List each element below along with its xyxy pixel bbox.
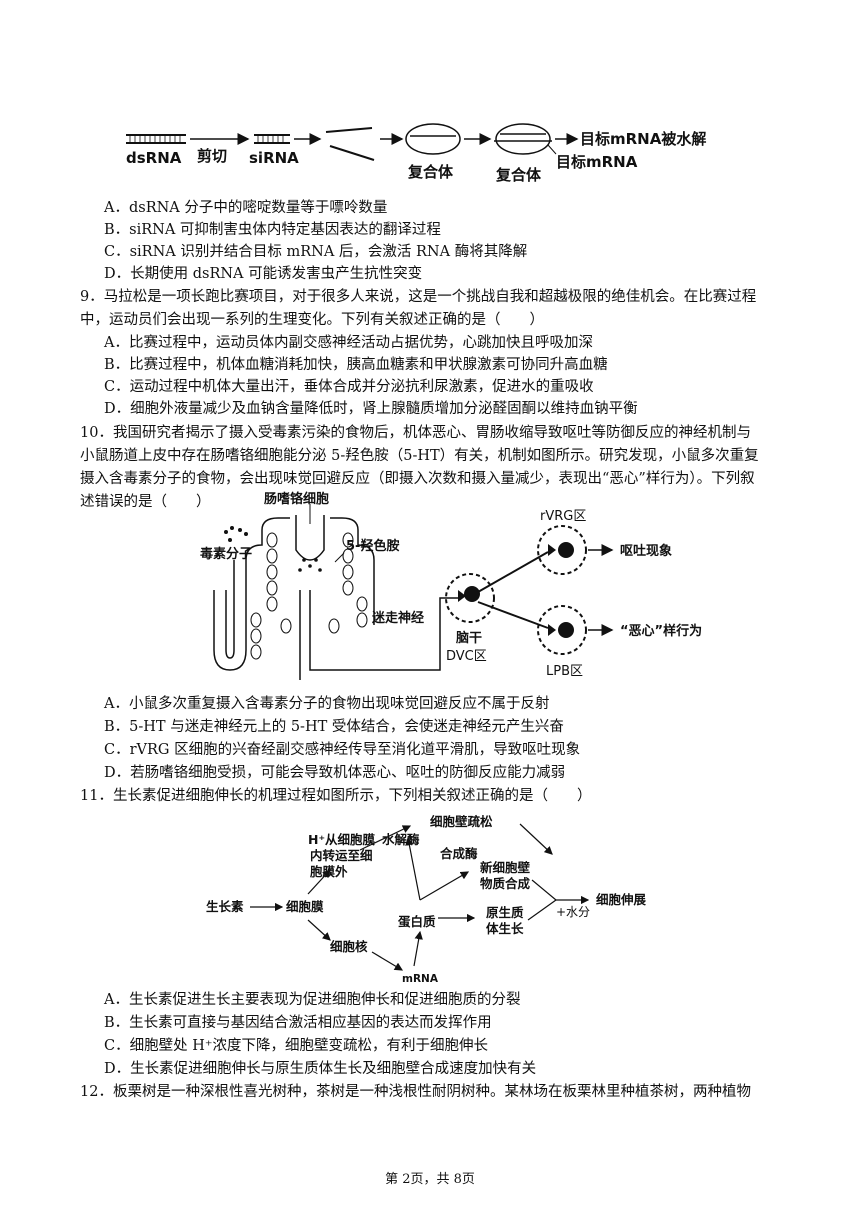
q9-option-c: C．运动过程中机体大量出汗，垂体合成并分泌抗利尿激素，促进水的重吸收 <box>104 379 594 395</box>
q11-option-c: C．细胞壁处 H⁺浓度下降，细胞壁变疏松，有利于细胞伸长 <box>104 1038 488 1054</box>
lpb-region <box>537 605 587 655</box>
label-water: +水分 <box>556 905 590 919</box>
q11-auxin-diagram: H⁺从细胞膜 内转运至细 胞膜外 水解酶 细胞壁疏松 合成酶 新细胞壁 物质合成… <box>206 814 647 985</box>
vagus-nerve-path <box>299 590 460 680</box>
q10-option-c: C．rVRG 区细胞的兴奋经副交感神经传导至消化道平滑肌，导致呕吐现象 <box>104 742 581 758</box>
intestinal-epithelium <box>213 517 375 671</box>
label-synthase: 合成酶 <box>440 846 478 861</box>
q10-option-d: D．若肠嗜铬细胞受损，可能会导致机体恶心、呕吐的防御反应能力减弱 <box>104 765 566 781</box>
q10-stem-line-2: 小鼠肠道上皮中存在肠嗜铬细胞能分泌 5-羟色胺（5-HT）有关，机制如图所示。研… <box>80 448 759 464</box>
label-dvc: DVC区 <box>446 649 487 664</box>
label-lpb: LPB区 <box>546 664 583 679</box>
label-protoplast-2: 体生长 <box>486 921 524 936</box>
rnai-diagram: dsRNA 剪切 siRNA 复合体 复合体 目标mRNA 目标mRNA被水解 <box>126 123 706 184</box>
label-h-transport-2: 内转运至细 <box>310 848 373 863</box>
label-rvrg: rVRG区 <box>540 509 586 524</box>
label-cut: 剪切 <box>197 147 227 165</box>
complex-2-shape <box>495 123 551 155</box>
q9-option-d: D．细胞外液量减少及血钠含量降低时，肾上腺髓质增加分泌醛固酮以维持血钠平衡 <box>104 401 638 417</box>
label-hydrolase: 水解酶 <box>382 832 420 847</box>
sirna-shape <box>254 134 290 144</box>
q10-neural-diagram: 肠嗜铬细胞 毒素分子 5-羟色胺 迷走神经 脑干 DVC区 rVRG区 呕吐现象… <box>200 491 702 680</box>
label-complex-1: 复合体 <box>407 163 454 181</box>
label-toxin: 毒素分子 <box>200 546 252 562</box>
enterochromaffin-cell <box>295 504 325 572</box>
q8-option-d: D．长期使用 dsRNA 可能诱发害虫产生抗性突变 <box>104 266 423 282</box>
label-hydrolyzed: 目标mRNA被水解 <box>580 130 706 148</box>
label-vomit: 呕吐现象 <box>620 543 672 559</box>
label-protein: 蛋白质 <box>398 914 436 929</box>
q11-stem: 11．生长素促进细胞伸长的机理过程如图所示，下列相关叙述正确的是（ ） <box>80 788 592 804</box>
epithelial-cells <box>250 532 368 660</box>
q10-stem-line-3: 摄入含毒素分子的食物，会出现味觉回避反应（即摄入次数和摄入量减少，表现出“恶心”… <box>80 471 755 487</box>
label-sirna: siRNA <box>249 149 299 167</box>
q10-option-a: A．小鼠多次重复摄入含毒素分子的食物出现味觉回避反应不属于反射 <box>104 696 550 712</box>
q9-stem-line-2: 中，运动员们会出现一系列的生理变化。下列有关叙述正确的是（ ） <box>80 312 544 328</box>
q9-stem-line-1: 9．马拉松是一项长跑比赛项目，对于很多人来说，这是一个挑战自我和超越极限的绝佳机… <box>80 289 757 305</box>
q10-stem-line-1: 10．我国研究者揭示了摄入受毒素污染的食物后，机体恶心、胃肠收缩导致呕吐等防御反… <box>80 425 751 441</box>
label-nucleus: 细胞核 <box>330 939 368 954</box>
dvc-region <box>445 573 495 623</box>
label-target-mrna: 目标mRNA <box>556 153 638 171</box>
label-enterochromaffin: 肠嗜铬细胞 <box>264 491 329 507</box>
label-h-transport-1: H⁺从细胞膜 <box>308 832 376 847</box>
page-footer: 第 2页，共 8页 <box>385 1172 475 1187</box>
label-vagus: 迷走神经 <box>371 610 424 626</box>
label-wall-loosen: 细胞壁疏松 <box>430 814 493 829</box>
toxin-molecules <box>224 526 248 542</box>
dsrna-shape <box>126 134 186 144</box>
q8-option-a: A．dsRNA 分子中的嘧啶数量等于嘌呤数量 <box>104 200 388 216</box>
label-dsrna: dsRNA <box>126 149 182 167</box>
label-protoplast-1: 原生质 <box>486 905 524 920</box>
q11-option-d: D．生长素促进细胞伸长与原生质体生长及细胞壁合成速度加快有关 <box>104 1061 537 1077</box>
label-complex-2: 复合体 <box>495 166 542 184</box>
q10-option-b: B．5-HT 与迷走神经元上的 5-HT 受体结合，会使迷走神经元产生兴奋 <box>104 719 564 735</box>
q12-stem: 12．板栗树是一种深根性喜光树种，茶树是一种浅根性耐阴树种。某林场在板栗林里种植… <box>80 1084 751 1100</box>
label-nausea: “恶心”样行为 <box>620 623 702 639</box>
label-serotonin: 5-羟色胺 <box>346 538 399 554</box>
rvrg-region <box>537 525 587 575</box>
separated-strands <box>325 127 375 161</box>
q11-option-b: B．生长素可直接与基因结合激活相应基因的表达而发挥作用 <box>104 1015 492 1031</box>
q10-stem-line-4: 述错误的是（ ） <box>80 494 211 510</box>
complex-1-shape <box>405 123 461 155</box>
q9-option-b: B．比赛过程中，机体血糖消耗加快，胰高血糖素和甲状腺激素可协同升高血糖 <box>104 357 608 373</box>
q8-option-b: B．siRNA 可抑制害虫体内特定基因表达的翻译过程 <box>104 222 441 238</box>
q8-option-c: C．siRNA 识别并结合目标 mRNA 后，会激活 RNA 酶将其降解 <box>104 244 528 260</box>
label-auxin: 生长素 <box>206 899 244 914</box>
label-brainstem: 脑干 <box>456 630 482 646</box>
q11-option-a: A．生长素促进生长主要表现为促进细胞伸长和促进细胞质的分裂 <box>104 992 521 1008</box>
label-new-wall-1: 新细胞壁 <box>480 860 531 875</box>
q9-option-a: A．比赛过程中，运动员体内副交感神经活动占据优势，心跳加快且呼吸加深 <box>104 335 593 351</box>
label-elongation: 细胞伸展 <box>596 892 647 907</box>
label-membrane: 细胞膜 <box>286 899 324 914</box>
label-h-transport-3: 胞膜外 <box>310 864 348 879</box>
label-new-wall-2: 物质合成 <box>480 876 531 891</box>
label-mrna: mRNA <box>402 973 439 985</box>
